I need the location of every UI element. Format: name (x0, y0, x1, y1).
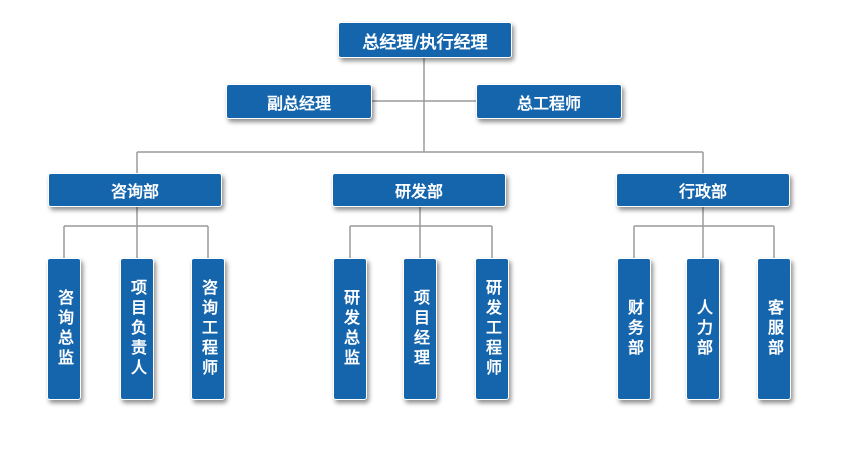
unit-box: 研发工程师 (475, 258, 509, 400)
deputy-box: 副总经理 (226, 84, 372, 119)
unit-box: 咨询总监 (47, 258, 81, 400)
unit-box: 项目负责人 (120, 258, 154, 400)
department-box: 行政部 (616, 173, 790, 207)
unit-box: 项目经理 (403, 258, 437, 400)
unit-box: 人力部 (686, 258, 720, 400)
department-box: 研发部 (332, 173, 506, 207)
unit-box: 研发总监 (333, 258, 367, 400)
unit-box: 咨询工程师 (191, 258, 225, 400)
unit-box: 客服部 (757, 258, 791, 400)
chief-engineer-box: 总工程师 (476, 84, 622, 119)
unit-box: 财务部 (617, 258, 651, 400)
department-box: 咨询部 (48, 173, 222, 207)
ceo-box: 总经理/执行经理 (338, 22, 512, 58)
